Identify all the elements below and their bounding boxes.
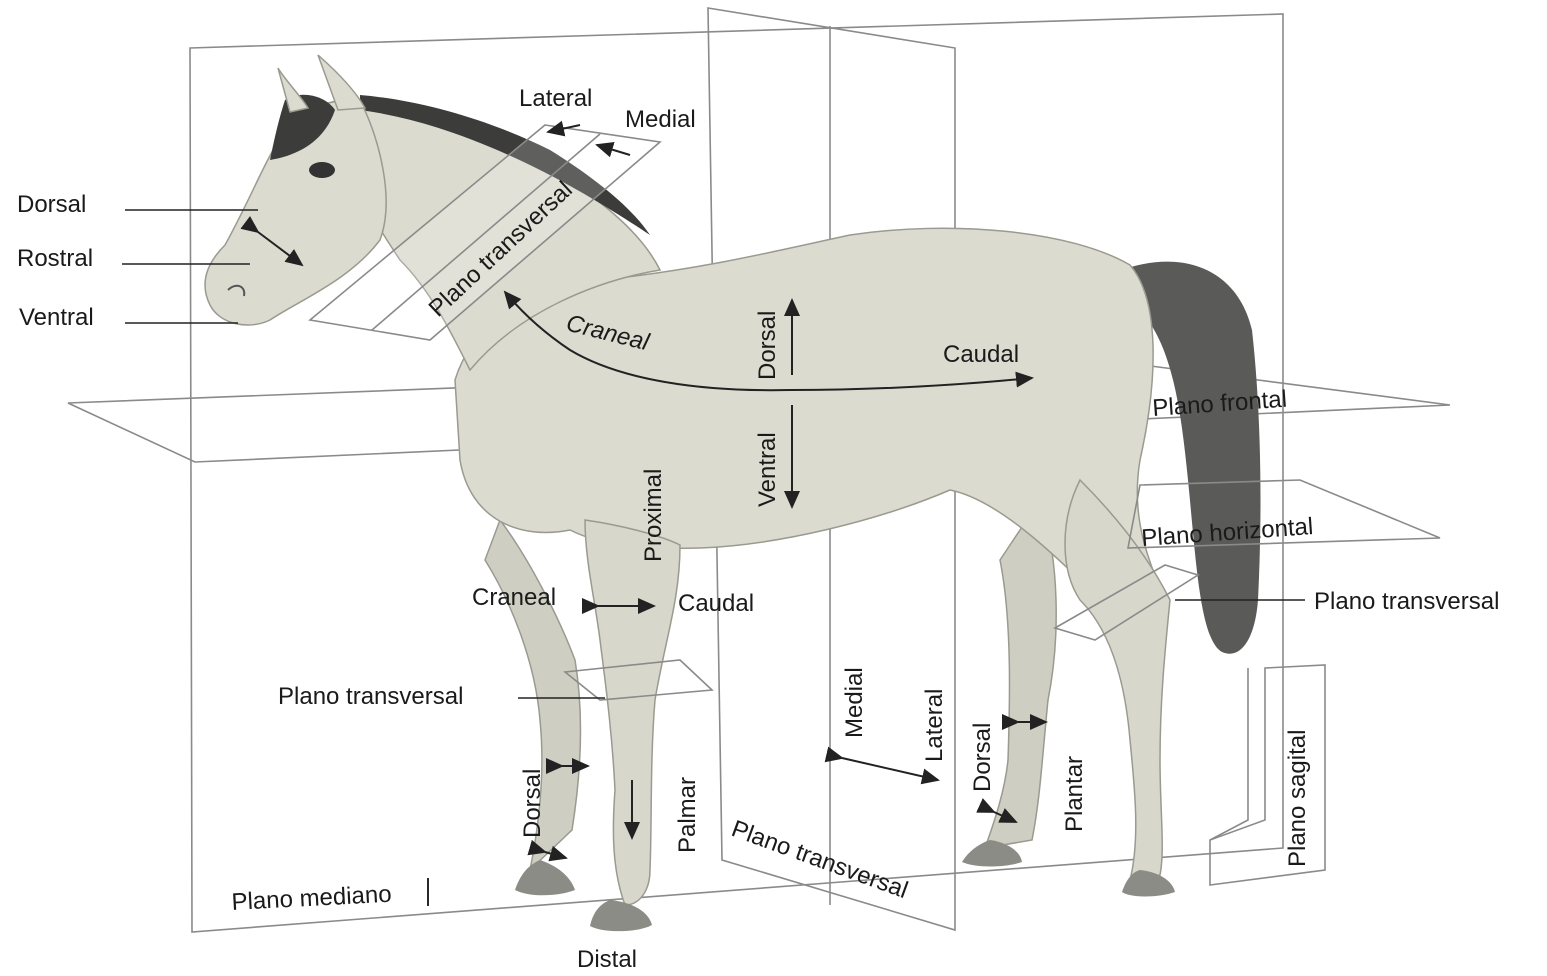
label-medial-top: Medial xyxy=(625,106,696,133)
label-caudal-body: Caudal xyxy=(943,341,1019,368)
label-lateral-mid: Lateral xyxy=(921,689,948,762)
label-plano-transversal-right: Plano transversal xyxy=(1314,588,1499,615)
hoof xyxy=(590,900,652,931)
label-rostral: Rostral xyxy=(17,245,93,272)
hoof xyxy=(515,860,575,895)
label-plano-frontal: Plano frontal xyxy=(1152,386,1288,422)
label-plano-transversal-bottom: Plano transversal xyxy=(728,815,911,904)
label-medial-mid: Medial xyxy=(841,667,868,738)
label-proximal: Proximal xyxy=(640,469,667,562)
label-dorsal-body: Dorsal xyxy=(754,311,781,380)
label-dorsal-hindleg: Dorsal xyxy=(969,723,996,792)
label-plano-sagital: Plano sagital xyxy=(1284,730,1311,867)
label-dorsal-head: Dorsal xyxy=(17,191,86,218)
label-caudal-leg: Caudal xyxy=(678,590,754,617)
label-distal: Distal xyxy=(577,946,637,973)
hoof xyxy=(1122,870,1175,897)
label-plantar: Plantar xyxy=(1061,756,1088,832)
label-craneal-leg: Craneal xyxy=(472,584,556,611)
label-dorsal-foreleg: Dorsal xyxy=(519,769,546,838)
label-palmar: Palmar xyxy=(674,777,701,853)
label-lateral-top: Lateral xyxy=(519,85,592,112)
label-plano-transversal-left: Plano transversal xyxy=(278,683,463,710)
label-plano-mediano: Plano mediano xyxy=(231,881,392,916)
label-ventral-body: Ventral xyxy=(754,432,781,507)
label-ventral-head: Ventral xyxy=(19,304,94,331)
horse-figure xyxy=(205,55,1260,931)
